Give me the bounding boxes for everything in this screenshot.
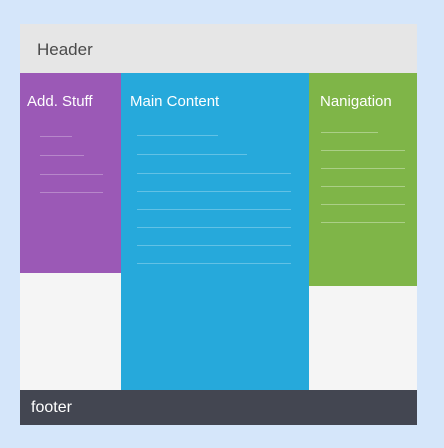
placeholder-line [321, 204, 405, 205]
placeholder-line [137, 263, 291, 264]
header-region: Header [20, 24, 417, 73]
placeholder-line [137, 245, 291, 246]
placeholder-line [321, 132, 378, 133]
placeholder-line [137, 209, 291, 210]
navigation-title: Nanigation [320, 93, 392, 110]
placeholder-line [40, 136, 72, 137]
placeholder-line [321, 222, 405, 223]
placeholder-line [137, 173, 291, 174]
navigation-column: Nanigation [309, 73, 417, 286]
placeholder-line [137, 135, 218, 136]
placeholder-line [321, 168, 405, 169]
placeholder-line [137, 227, 291, 228]
placeholder-line [321, 150, 405, 151]
header-title: Header [37, 40, 93, 59]
placeholder-line [40, 174, 103, 175]
additional-stuff-column: Add. Stuff [20, 73, 121, 273]
placeholder-line [137, 154, 247, 155]
placeholder-line [40, 192, 103, 193]
footer-text: footer [31, 399, 72, 416]
placeholder-line [40, 155, 84, 156]
additional-stuff-title: Add. Stuff [27, 93, 93, 110]
main-content-title: Main Content [130, 93, 220, 110]
placeholder-line [137, 191, 291, 192]
main-content-column: Main Content [121, 73, 309, 390]
placeholder-line [321, 186, 405, 187]
footer-region: footer [20, 390, 417, 425]
page-layout: Header Add. Stuff Main Content Nanigatio… [20, 24, 417, 425]
